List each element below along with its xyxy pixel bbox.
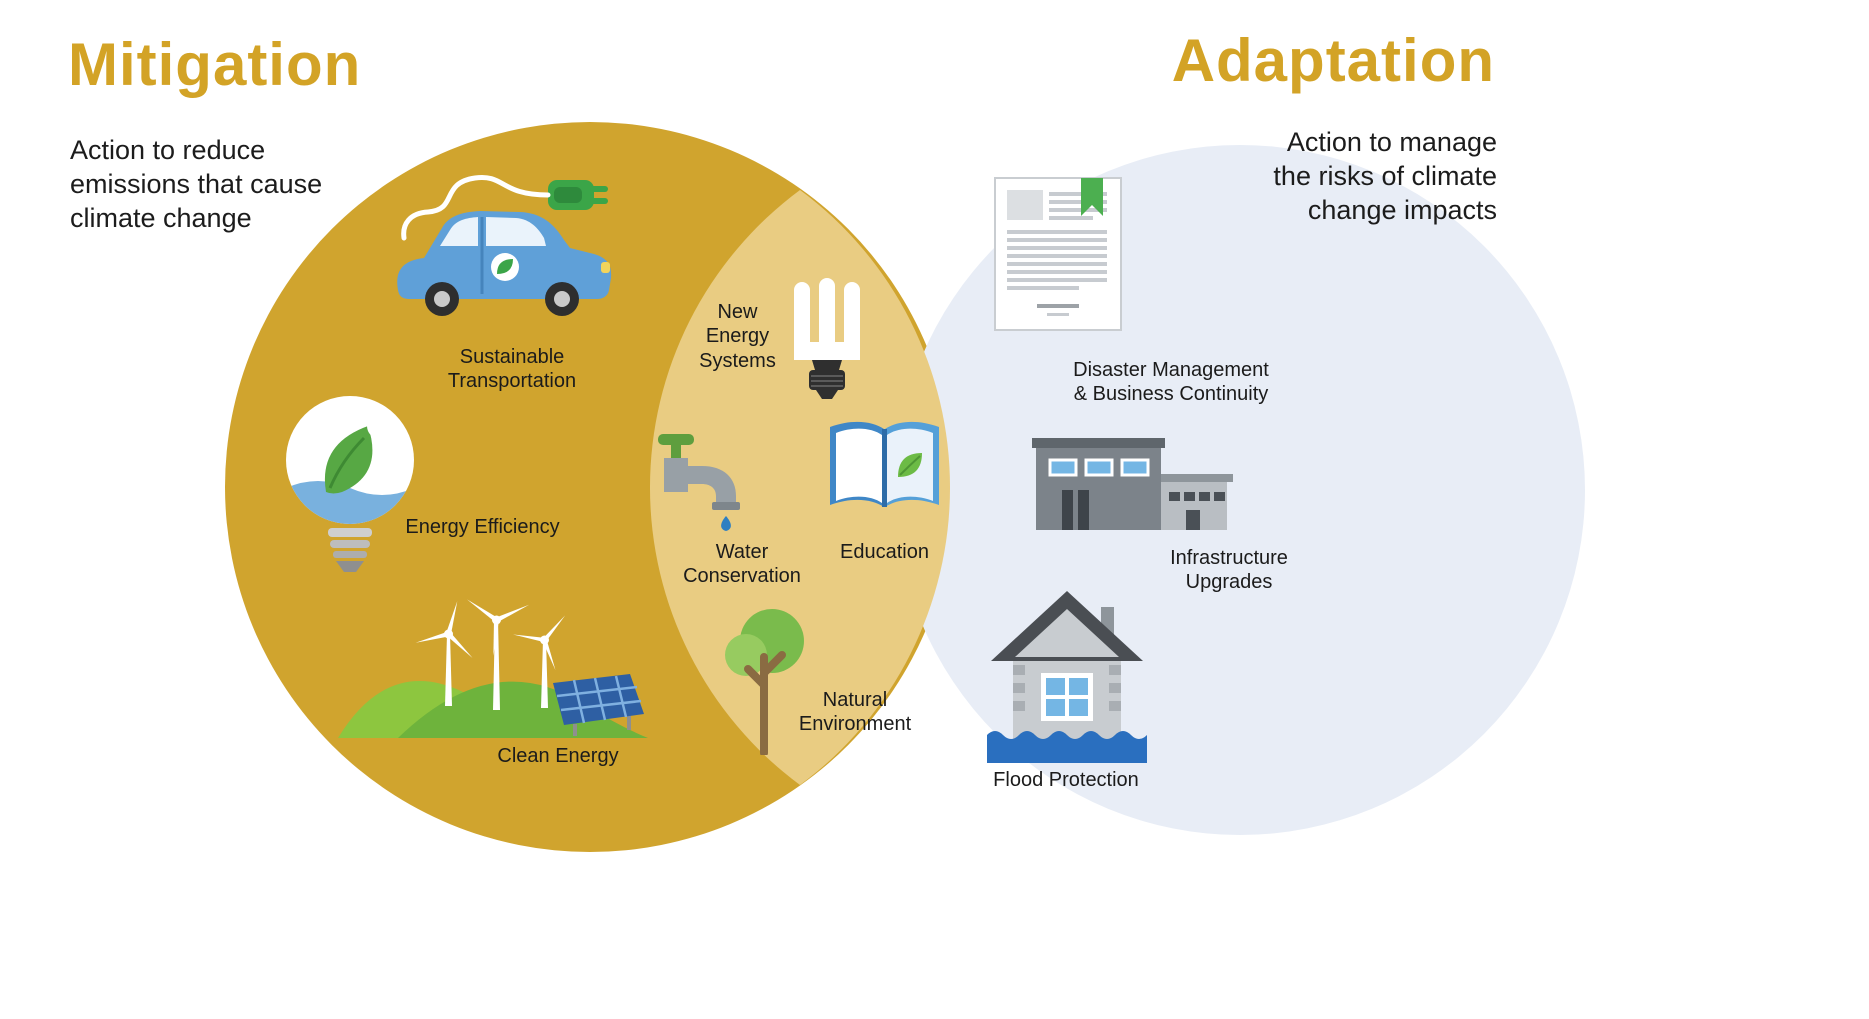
label-natural-environment: Natural Environment (798, 689, 912, 736)
faucet-drop-icon (650, 428, 750, 538)
building-icon (1028, 432, 1233, 530)
wind-solar-icon (338, 588, 648, 738)
label-education: Education (840, 541, 929, 563)
adaptation-description: Action to manage the risks of climate ch… (1273, 127, 1497, 225)
mitigation-title: Mitigation (68, 31, 362, 98)
label-flood-protection: Flood Protection (993, 769, 1139, 791)
label-disaster-management: Disaster Management & Business Continuit… (1073, 359, 1269, 406)
open-book-icon (822, 415, 947, 520)
label-infrastructure-upgrades: Infrastructure Upgrades (1170, 547, 1288, 594)
label-energy-efficiency: Energy Efficiency (405, 516, 560, 538)
cfl-bulb-icon (792, 278, 862, 400)
label-sustainable-transportation: Sustainable Transportation (447, 346, 577, 393)
leaf-lightbulb-icon (278, 388, 423, 583)
label-clean-energy: Clean Energy (497, 745, 619, 767)
label-water-conservation: Water Conservation (683, 541, 801, 588)
tree-icon (722, 605, 812, 755)
electric-car-icon (380, 162, 630, 347)
label-new-energy-systems: New Energy Systems (699, 301, 776, 372)
adaptation-title: Adaptation (1171, 27, 1495, 94)
mitigation-description: Action to reduce emissions that cause cl… (70, 135, 323, 233)
overlap-lens (649, 190, 951, 785)
document-icon (985, 172, 1130, 337)
flood-house-icon (985, 585, 1150, 767)
